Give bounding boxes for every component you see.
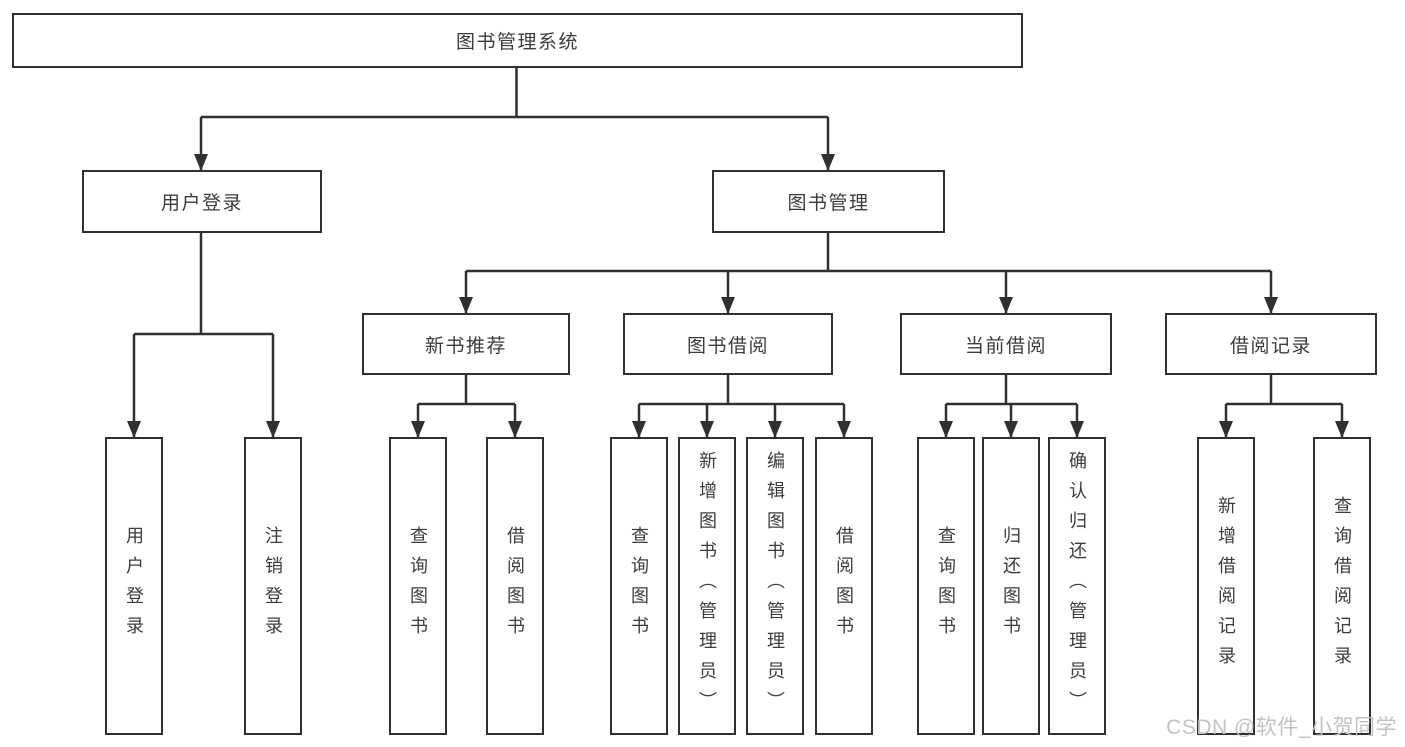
node-leaf-confirm-return-admin-label: 确认归还（管理员） [1067,451,1087,721]
node-user-login: 用户登录 [82,170,322,233]
node-leaf-query-borrow-record: 查询借阅记录 [1313,437,1371,735]
node-leaf-query-borrow-record-label: 查询借阅记录 [1332,496,1352,676]
node-new-book-recommendation: 新书推荐 [362,313,570,375]
node-leaf-user-login: 用户登录 [105,437,163,735]
node-leaf-confirm-return-admin: 确认归还（管理员） [1048,437,1106,735]
node-leaf-user-login-label: 用户登录 [124,526,144,646]
node-leaf-query-books-borrow: 查询图书 [610,437,668,735]
node-leaf-query-books-borrow-label: 查询图书 [629,526,649,646]
node-current-borrowing-label: 当前借阅 [964,335,1047,357]
node-book-borrowing: 图书借阅 [623,313,833,375]
node-current-borrowing: 当前借阅 [900,313,1112,375]
node-book-borrowing-label: 图书借阅 [686,335,769,357]
node-user-login-label: 用户登录 [160,193,243,214]
node-borrowing-records-label: 借阅记录 [1229,335,1312,357]
node-leaf-query-books-current-label: 查询图书 [936,526,956,646]
node-leaf-logout: 注销登录 [244,437,302,735]
node-leaf-return-books-label: 归还图书 [1001,526,1021,646]
node-system-root-label: 图书管理系统 [455,32,579,53]
node-leaf-add-books-admin: 新增图书（管理员） [678,437,736,735]
node-leaf-borrow-books-recommend-label: 借阅图书 [505,526,525,646]
node-book-management: 图书管理 [712,170,945,233]
node-leaf-query-books-current: 查询图书 [917,437,975,735]
node-leaf-query-books-recommend-label: 查询图书 [408,526,428,646]
node-leaf-add-borrow-record-label: 新增借阅记录 [1216,496,1236,676]
node-borrowing-records: 借阅记录 [1165,313,1377,375]
node-system-root: 图书管理系统 [12,13,1023,68]
csdn-watermark: CSDN @软件_小贺同学 [1166,716,1397,739]
node-new-book-recommendation-label: 新书推荐 [424,335,507,357]
node-leaf-query-books-recommend: 查询图书 [389,437,447,735]
node-leaf-edit-books-admin-label: 编辑图书（管理员） [765,451,785,721]
node-book-management-label: 图书管理 [787,193,870,214]
node-leaf-add-books-admin-label: 新增图书（管理员） [697,451,717,721]
node-leaf-add-borrow-record: 新增借阅记录 [1197,437,1255,735]
node-leaf-borrow-books-label: 借阅图书 [834,526,854,646]
node-leaf-borrow-books: 借阅图书 [815,437,873,735]
node-leaf-return-books: 归还图书 [982,437,1040,735]
node-leaf-borrow-books-recommend: 借阅图书 [486,437,544,735]
node-leaf-logout-label: 注销登录 [263,526,283,646]
node-leaf-edit-books-admin: 编辑图书（管理员） [746,437,804,735]
